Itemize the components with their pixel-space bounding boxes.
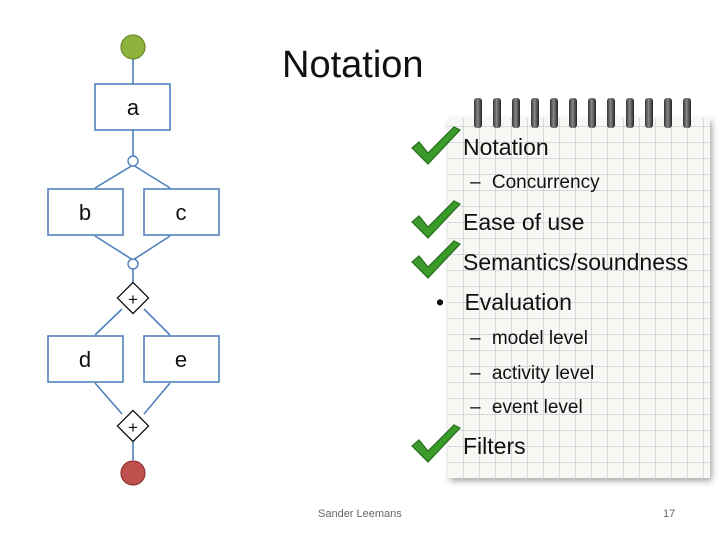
notebook-spiral bbox=[470, 98, 696, 132]
parallel-gateway-split bbox=[116, 281, 150, 315]
activity-d-label: d bbox=[79, 347, 91, 372]
end-event bbox=[120, 460, 146, 486]
list-item-ease-of-use: Ease of use bbox=[463, 209, 585, 235]
activity-b-label: b bbox=[79, 200, 91, 225]
parallel-gateway-join bbox=[116, 409, 150, 443]
list-item-activity-level-row: – activity level bbox=[470, 363, 594, 385]
edge-split-c bbox=[132, 164, 171, 189]
list-item-evaluation-row: • Evaluation bbox=[436, 289, 572, 316]
activity-e-box bbox=[143, 335, 220, 383]
dash-marker: – bbox=[470, 172, 481, 193]
slide-title: Notation bbox=[282, 44, 424, 86]
list-item-filters: Filters bbox=[463, 433, 526, 459]
list-item-notation: Notation bbox=[463, 134, 549, 160]
activity-a-box bbox=[94, 83, 171, 131]
edge-gateway-e bbox=[143, 308, 171, 336]
edge-gateway-d bbox=[94, 308, 123, 336]
check-icon bbox=[411, 200, 461, 239]
split-node bbox=[127, 155, 139, 167]
activity-c-box bbox=[143, 188, 220, 236]
gateway-join-symbol: + bbox=[128, 418, 138, 437]
list-item-model-level: model level bbox=[491, 328, 588, 349]
dash-marker: – bbox=[470, 328, 481, 349]
list-item-activity-level: activity level bbox=[491, 363, 595, 384]
page-number: 17 bbox=[663, 508, 676, 520]
check-icon bbox=[411, 240, 461, 279]
list-item-concurrency-row: – Concurrency bbox=[470, 172, 600, 194]
activity-c-label: c bbox=[176, 200, 187, 225]
dash-marker: – bbox=[470, 397, 481, 418]
check-icon bbox=[411, 424, 461, 463]
dash-marker: – bbox=[470, 363, 481, 384]
activity-b-box bbox=[47, 188, 124, 236]
slide-footer: Sander Leemans bbox=[318, 508, 402, 520]
edge-e-gateway bbox=[143, 382, 171, 415]
edge-split-b bbox=[94, 164, 134, 189]
process-diagram: + + a b c d e bbox=[47, 34, 220, 486]
list-item-semantics: Semantics/soundness bbox=[463, 249, 689, 275]
check-icon bbox=[411, 126, 461, 165]
list-item-evaluation: Evaluation bbox=[464, 289, 572, 315]
notebook-paper bbox=[448, 118, 710, 478]
edge-c-join bbox=[132, 235, 171, 261]
edge-b-join bbox=[94, 235, 134, 261]
activity-a-label: a bbox=[127, 95, 140, 120]
list-item-event-level: event level bbox=[491, 397, 583, 418]
join-node bbox=[127, 258, 139, 270]
bullet-marker: • bbox=[436, 289, 445, 315]
list-item-event-level-row: – event level bbox=[470, 397, 583, 419]
gateway-split-symbol: + bbox=[128, 290, 138, 309]
edge-d-gateway bbox=[94, 382, 123, 415]
activity-d-box bbox=[47, 335, 124, 383]
list-item-model-level-row: – model level bbox=[470, 328, 588, 350]
list-item-concurrency: Concurrency bbox=[491, 172, 600, 193]
activity-e-label: e bbox=[175, 347, 187, 372]
start-event bbox=[120, 34, 146, 60]
